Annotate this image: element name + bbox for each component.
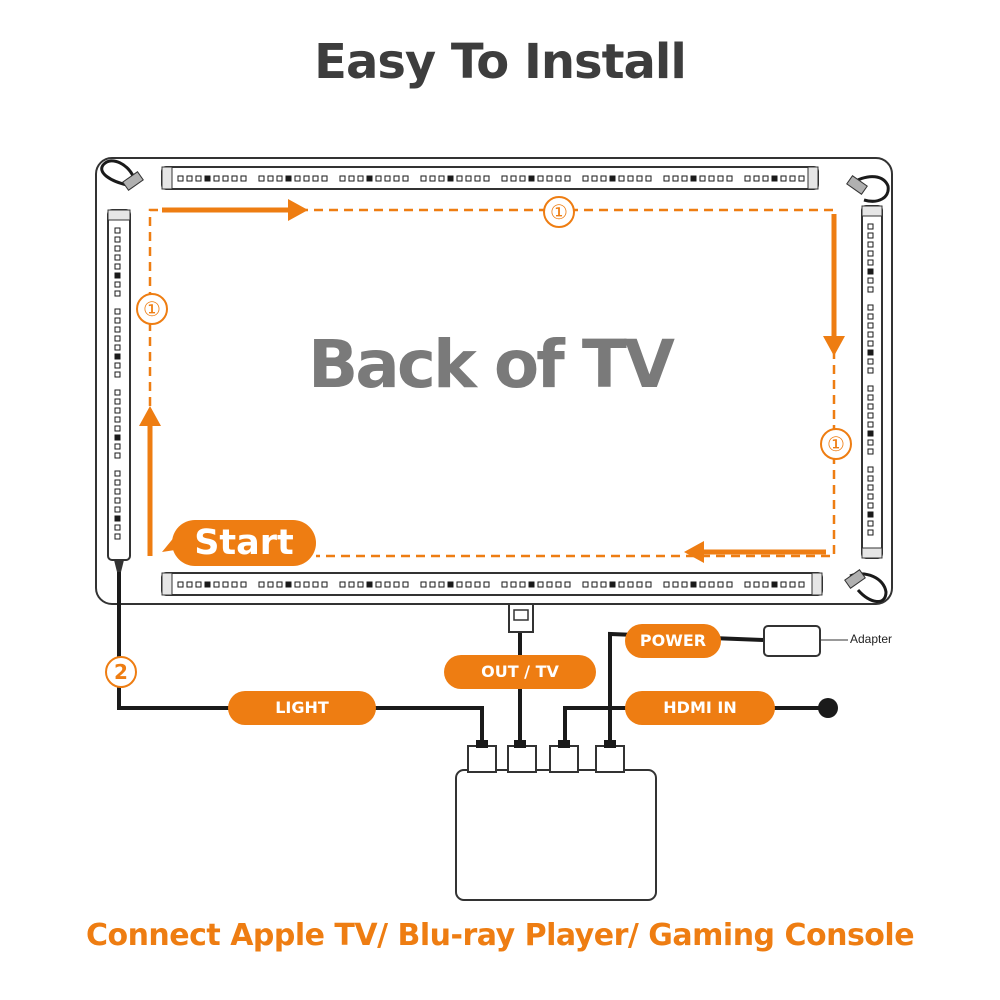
power-label: POWER bbox=[625, 624, 721, 658]
step-one-marker-left: ① bbox=[136, 293, 168, 325]
led-strip-bottom bbox=[161, 572, 823, 596]
hdmi-in-label: HDMI IN bbox=[625, 691, 775, 725]
led-strip-top bbox=[161, 166, 819, 190]
start-badge: Start bbox=[172, 520, 316, 566]
adapter-label: Adapter bbox=[850, 632, 893, 646]
sync-box-ports bbox=[467, 740, 625, 773]
power-adapter bbox=[763, 625, 821, 657]
step-one-marker-right: ① bbox=[820, 428, 852, 460]
led-chips bbox=[114, 175, 874, 588]
led-strip-right bbox=[861, 205, 883, 559]
sync-box bbox=[455, 769, 657, 901]
start-badge-tail bbox=[162, 530, 188, 552]
page-title: Easy To Install bbox=[314, 34, 687, 90]
footer-caption: Connect Apple TV/ Blu-ray Player/ Gaming… bbox=[85, 918, 915, 953]
step-two-marker: 2 bbox=[105, 656, 137, 688]
hdmi-input-plug bbox=[818, 698, 838, 718]
install-path-dashed bbox=[148, 208, 836, 558]
out-tv-label: OUT / TV bbox=[444, 655, 596, 689]
corner-connector-bottom-right bbox=[849, 572, 888, 603]
light-label: LIGHT bbox=[228, 691, 376, 725]
step-one-marker-top: ① bbox=[543, 196, 575, 228]
tv-plug bbox=[508, 603, 534, 633]
tv-label: Back of TV bbox=[308, 326, 675, 403]
tv-back-outline bbox=[95, 157, 893, 605]
corner-connector-top-right bbox=[849, 175, 890, 203]
corner-connector-top-left bbox=[100, 159, 136, 188]
